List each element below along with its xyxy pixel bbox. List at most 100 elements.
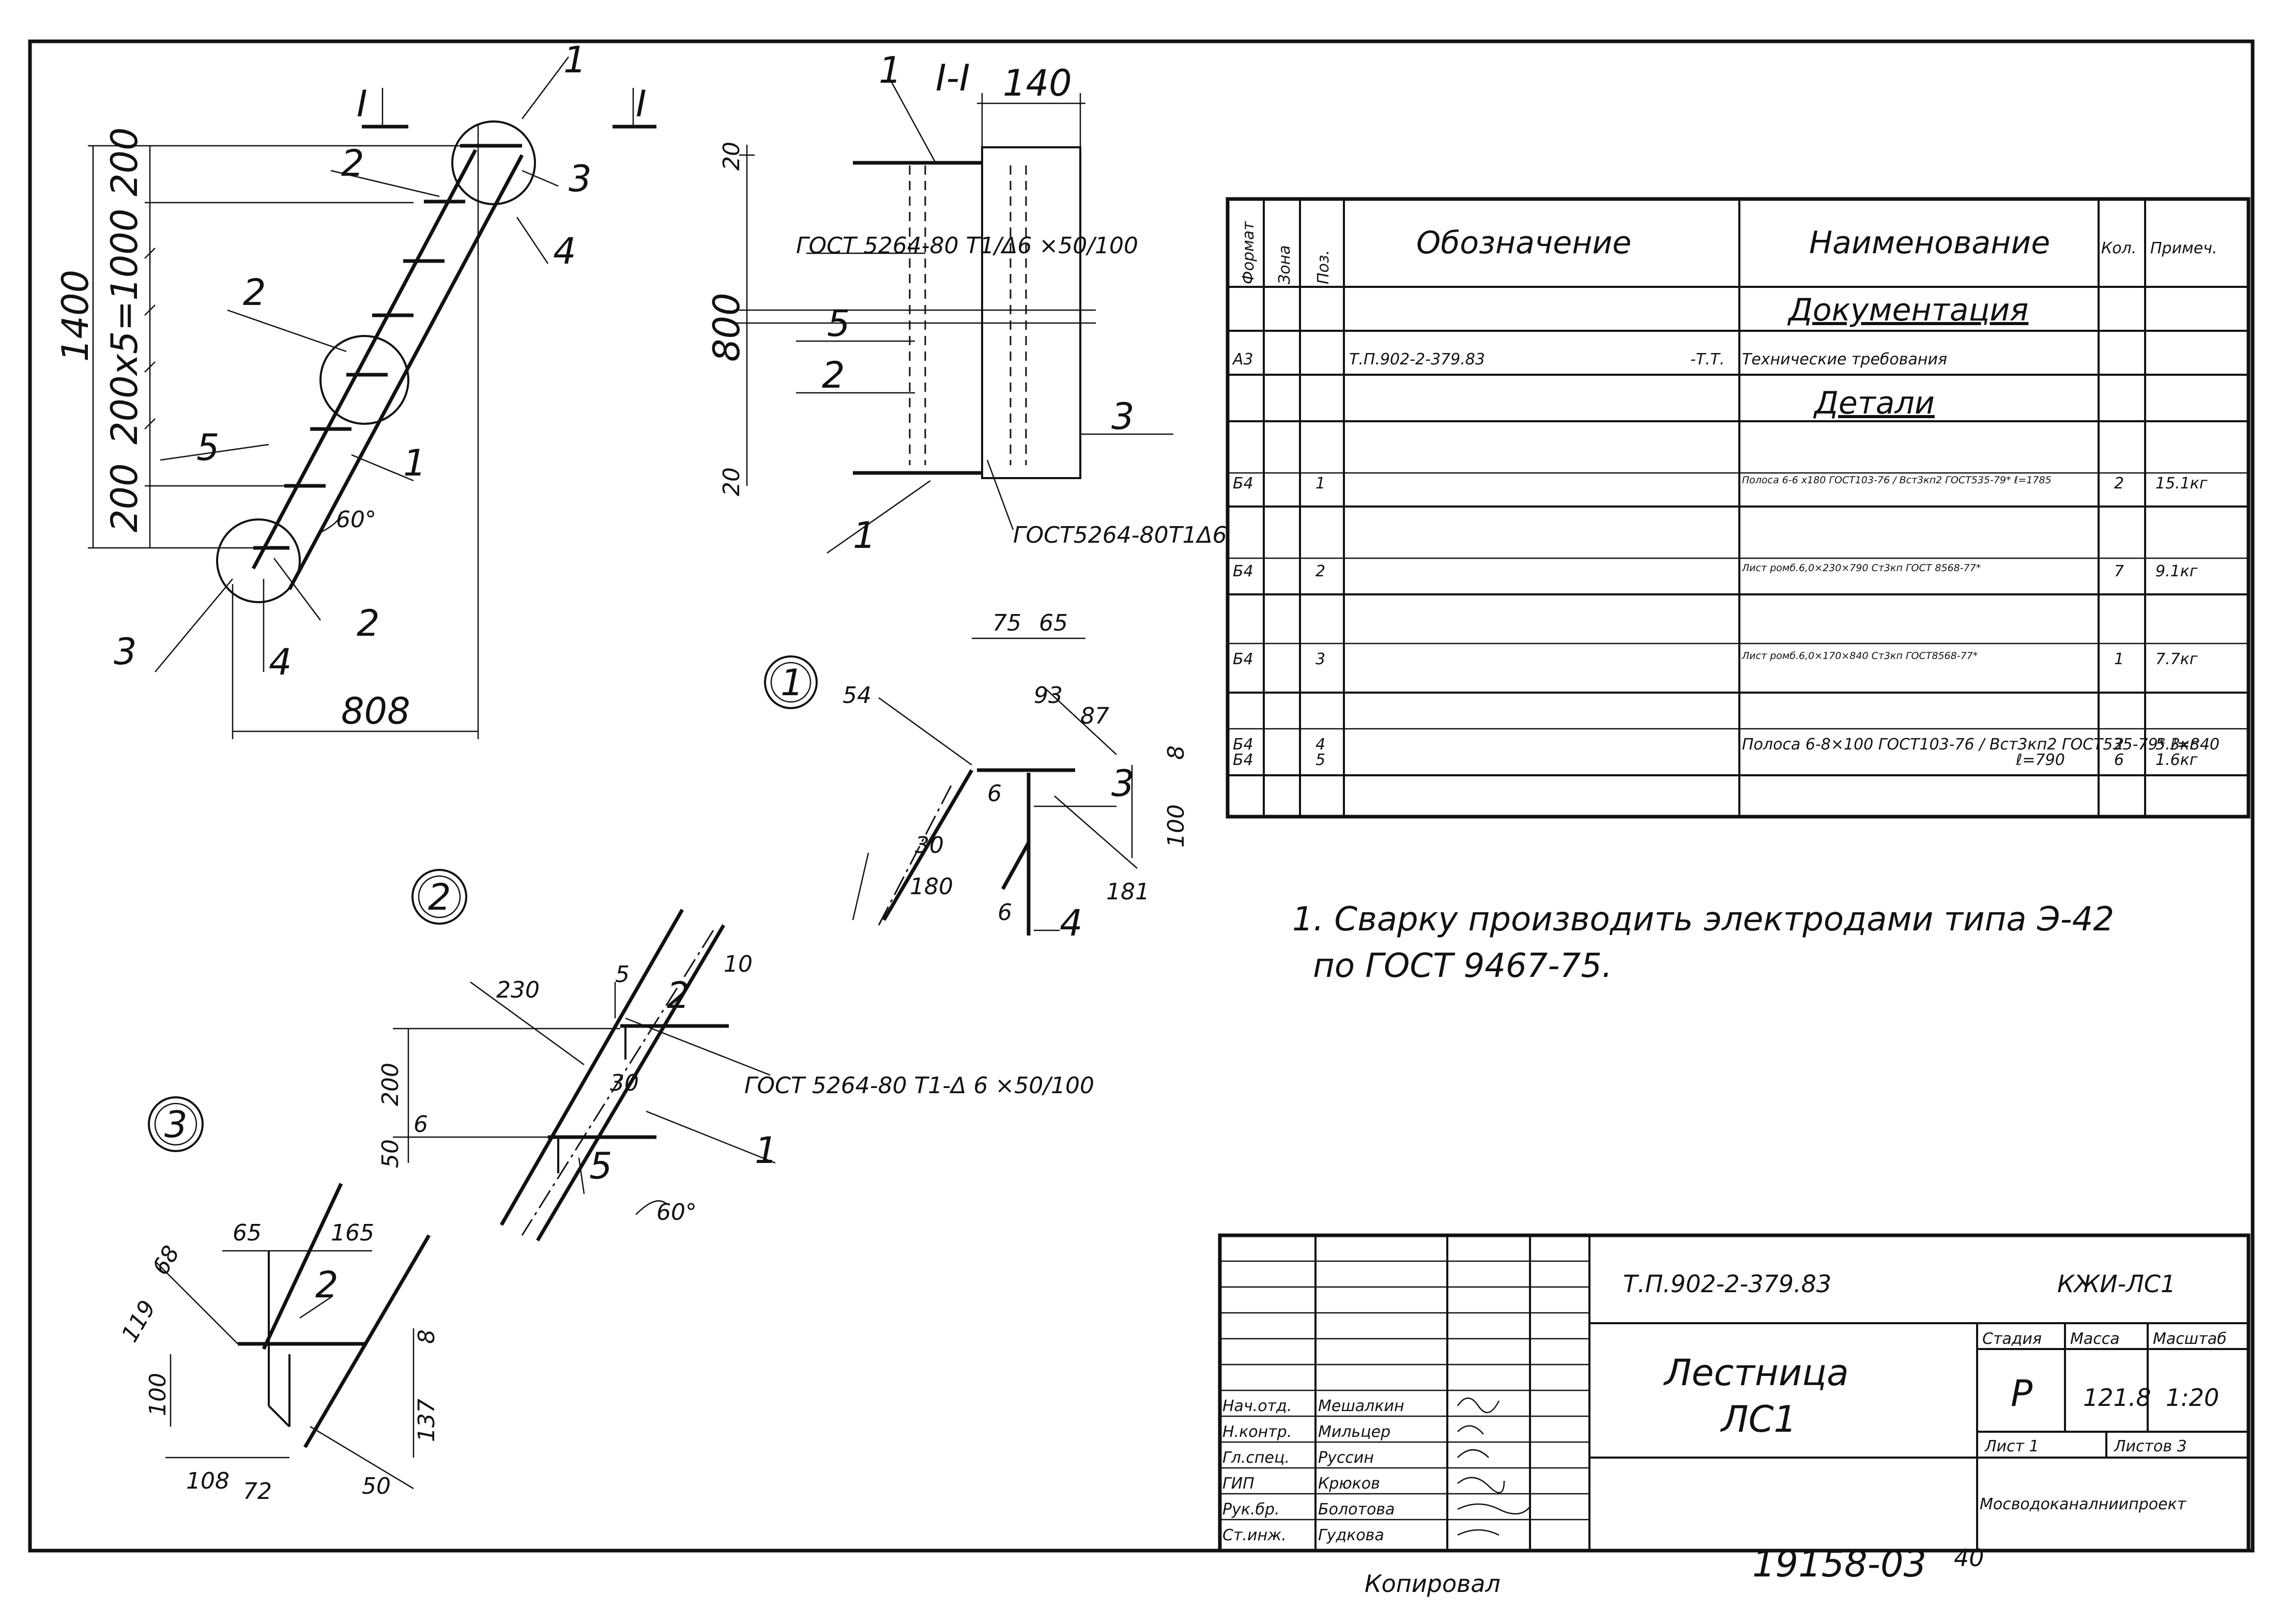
tb-role: Нач.отд. <box>1222 1397 1292 1415</box>
stair-callout-2c: 2 <box>357 602 380 645</box>
section-bottom: 20 <box>718 467 745 496</box>
node-1-d93: 93 <box>1034 682 1063 709</box>
spec-section-parts: Детали <box>1813 385 1935 421</box>
stair-callout-5: 5 <box>196 426 220 469</box>
footer-page: 40 <box>1954 1544 1984 1572</box>
node-2-weld: ГОСТ 5264-80 Т1-Δ 6 ×50/100 <box>744 1073 1094 1099</box>
node-1-d8: 8 <box>1163 745 1189 760</box>
node-2-d30: 30 <box>610 1070 639 1096</box>
spec-header-designation: Обозначение <box>1416 225 1631 261</box>
section-label-2: 2 <box>822 354 845 396</box>
spec-row-note: 1.6кг <box>2155 751 2198 769</box>
section-weld-top: ГОСТ 5264-80 Т1/Δ6 ×50/100 <box>796 233 1138 259</box>
stair-treads <box>253 200 465 550</box>
node-2-marker <box>411 869 467 925</box>
spec-row-desig-suffix: -Т.Т. <box>1690 350 1725 369</box>
stair-callout-3: 3 <box>569 158 592 200</box>
node-1-marker <box>764 655 818 709</box>
tb-mass: 121.8 <box>2083 1384 2151 1412</box>
tb-header-mass: Масса <box>2070 1330 2120 1348</box>
spec-row-name: Полоса 6-8×100 ГОСТ103-76 / Вст3кп2 ГОСТ… <box>1742 736 2220 754</box>
stair-callout-4: 4 <box>553 230 576 272</box>
stair-width: 808 <box>341 690 410 732</box>
stair-total-height: 1400 <box>54 270 97 362</box>
section-top: 20 <box>718 142 745 171</box>
node-2-label-2: 2 <box>667 974 690 1017</box>
node-3-d8: 8 <box>414 1329 440 1344</box>
spec-row-qty: 2 <box>2114 474 2124 493</box>
node-2-d200: 200 <box>377 1063 404 1106</box>
note-line-1: 1. Сварку производить электродами типа Э… <box>1292 900 2114 939</box>
spec-row-pos: 1 <box>1315 474 1325 493</box>
tb-org: Мосводоканалниипроект <box>1980 1495 2187 1513</box>
node-3-d100: 100 <box>145 1373 171 1416</box>
section-weld-bottom: ГОСТ5264-80Т1Δ6 <box>1013 522 1227 548</box>
node-1-d6b: 6 <box>998 899 1012 926</box>
tb-role: ГИП <box>1222 1475 1254 1493</box>
spec-header-format: Формат <box>1240 221 1258 284</box>
tb-name: Мешалкин <box>1318 1397 1404 1415</box>
section-label-1b: 1 <box>853 514 876 557</box>
detail-circle-top <box>451 120 536 205</box>
node-1-d100: 100 <box>1163 804 1189 848</box>
tb-sheet-code: КЖИ-ЛС1 <box>2057 1270 2176 1298</box>
spec-rows: А3 Т.П.902-2-379.83 -Т.Т. Технические тр… <box>1232 350 2220 769</box>
node-1-d65: 65 <box>1039 610 1068 636</box>
section-labels: I-I 140 20 800 20 ГОСТ 5264-80 Т1/Δ6 ×50… <box>706 49 1227 557</box>
spec-row-pos: 3 <box>1315 650 1325 668</box>
spec-row-name: Технические требования <box>1742 350 1947 369</box>
spec-row-designation: Т.П.902-2-379.83 <box>1349 350 1485 369</box>
spec-row-format: А3 <box>1232 350 1253 369</box>
node-3-number: 3 <box>164 1104 188 1146</box>
section-label-5: 5 <box>827 302 850 345</box>
spec-header-zone: Зона <box>1276 245 1294 284</box>
node-2-d6: 6 <box>414 1111 428 1138</box>
title-block <box>1218 1233 2251 1553</box>
spec-row-qty: 1 <box>2114 650 2124 668</box>
tb-role: Рук.бр. <box>1222 1500 1280 1519</box>
spec-row-note: 9.1кг <box>2155 562 2198 580</box>
tb-role: Н.контр. <box>1222 1423 1292 1441</box>
stair-angle: 60° <box>336 507 376 533</box>
tb-name: Гудкова <box>1318 1526 1384 1544</box>
tb-code: Т.П.902-2-379.83 <box>1623 1270 1831 1298</box>
stair-callout-4b: 4 <box>269 641 292 683</box>
node-1-d87: 87 <box>1080 703 1109 729</box>
node-3-d137: 137 <box>414 1399 440 1442</box>
node-2-label-5: 5 <box>589 1145 613 1187</box>
node-2-d10: 10 <box>724 951 753 977</box>
section-width: 140 <box>1003 62 1072 104</box>
tb-role: Ст.инж. <box>1222 1526 1287 1544</box>
spec-row-qty: 7 <box>2114 562 2124 580</box>
spec-row-name: Лист ромб.6,0×230×790 Ст3кп ГОСТ 8568-77… <box>1741 562 1981 574</box>
node-3-d50: 50 <box>362 1473 391 1499</box>
spec-row-qty: 6 <box>2114 751 2124 769</box>
node-2-d50: 50 <box>377 1139 404 1168</box>
node-1-label-3: 3 <box>1111 762 1135 805</box>
node-3-d72: 72 <box>243 1478 272 1505</box>
node-1-d30: 30 <box>915 832 944 859</box>
spec-row-qty: 2 <box>2114 736 2124 754</box>
stair-callout-2b: 2 <box>243 271 266 314</box>
spec-section-docs: Документация <box>1787 292 2028 328</box>
node-1 <box>764 637 1138 936</box>
spec-row-format: Б4 <box>1233 751 1253 769</box>
spec-row-note: 5.3кг <box>2155 736 2198 754</box>
footer-copied: Копировал <box>1365 1570 1501 1598</box>
spec-headers: Формат Зона Поз. Обозначение Наименовани… <box>1240 221 2217 421</box>
section-label-3: 3 <box>1111 395 1135 438</box>
node-1-number: 1 <box>781 662 804 704</box>
node-2-number: 2 <box>428 876 451 918</box>
section-view <box>734 77 1173 554</box>
note-line-2: по ГОСТ 9467-75. <box>1313 947 1612 985</box>
stair-callout-1b: 1 <box>403 442 426 484</box>
tb-sheets: Листов 3 <box>2114 1437 2187 1456</box>
spec-header-qty: Кол. <box>2101 239 2136 257</box>
spec-row-pos: 2 <box>1315 562 1325 580</box>
footer: Копировал 19158-03 40 <box>1365 1543 1984 1598</box>
tb-name: Крюков <box>1318 1475 1380 1493</box>
node-2-d230: 230 <box>496 977 540 1003</box>
spec-table <box>1226 197 2251 819</box>
section-mark-left: I <box>357 83 368 125</box>
